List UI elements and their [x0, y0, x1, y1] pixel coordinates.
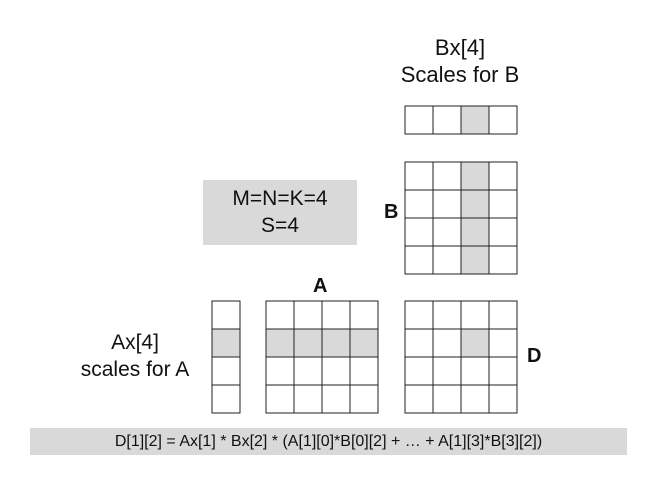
b-cell-3-0 [404, 245, 434, 275]
bx-cell-0-3 [488, 105, 518, 135]
bx-scale-vector [404, 105, 518, 135]
d-cell-1-1 [432, 328, 462, 358]
d-cell-2-2 [460, 356, 490, 386]
matrix-b [404, 161, 518, 275]
b-cell-1-1 [432, 189, 462, 219]
a-cell-3-0 [265, 384, 295, 414]
a-cell-3-2 [321, 384, 351, 414]
b-cell-2-3 [488, 217, 518, 247]
a-cell-3-1 [293, 384, 323, 414]
a-cell-2-3 [349, 356, 379, 386]
b-cell-3-3 [488, 245, 518, 275]
d-cell-1-0 [404, 328, 434, 358]
ax-cell-3-0 [211, 384, 241, 414]
d-cell-2-1 [432, 356, 462, 386]
b-cell-2-1 [432, 217, 462, 247]
params-line2: S=4 [261, 214, 299, 237]
b-cell-2-2 [460, 217, 490, 247]
a-cell-1-2 [321, 328, 351, 358]
a-cell-0-2 [321, 300, 351, 330]
ax-cell-0-0 [211, 300, 241, 330]
formula-bar: D[1][2] = Ax[1] * Bx[2] * (A[1][0]*B[0][… [30, 428, 627, 455]
ax-scale-vector [211, 300, 241, 414]
bx-scales-label: Bx[4] Scales for B [380, 34, 540, 88]
formula-text: D[1][2] = Ax[1] * Bx[2] * (A[1][0]*B[0][… [114, 433, 543, 450]
b-cell-0-0 [404, 161, 434, 191]
a-cell-3-3 [349, 384, 379, 414]
a-cell-2-0 [265, 356, 295, 386]
a-cell-1-3 [349, 328, 379, 358]
label-b: B [384, 201, 399, 223]
b-cell-2-0 [404, 217, 434, 247]
b-cell-1-2 [460, 189, 490, 219]
ax-label-line1: Ax[4] [111, 331, 159, 354]
b-cell-0-2 [460, 161, 490, 191]
a-cell-0-3 [349, 300, 379, 330]
d-cell-3-1 [432, 384, 462, 414]
a-cell-2-2 [321, 356, 351, 386]
a-cell-1-0 [265, 328, 295, 358]
bx-label-line1: Bx[4] [434, 35, 486, 60]
b-cell-3-1 [432, 245, 462, 275]
d-cell-1-2 [460, 328, 490, 358]
ax-cell-1-0 [211, 328, 241, 358]
d-cell-0-1 [432, 300, 462, 330]
ax-cell-2-0 [211, 356, 241, 386]
b-cell-1-3 [488, 189, 518, 219]
matrix-a [265, 300, 379, 414]
d-cell-0-0 [404, 300, 434, 330]
d-cell-3-2 [460, 384, 490, 414]
label-d: D [527, 345, 542, 367]
matrix-d [404, 300, 518, 414]
ax-label-line2: scales for A [80, 358, 190, 381]
b-cell-3-2 [460, 245, 490, 275]
d-cell-0-3 [488, 300, 518, 330]
bx-cell-0-0 [404, 105, 434, 135]
d-cell-0-2 [460, 300, 490, 330]
a-cell-0-1 [293, 300, 323, 330]
d-cell-1-3 [488, 328, 518, 358]
d-cell-2-3 [488, 356, 518, 386]
b-cell-0-3 [488, 161, 518, 191]
b-cell-1-0 [404, 189, 434, 219]
label-a: A [313, 275, 328, 297]
bx-label-line2: Scales for B [400, 62, 520, 87]
params-box: M=N=K=4 S=4 [203, 180, 357, 245]
d-cell-2-0 [404, 356, 434, 386]
params-line1: M=N=K=4 [232, 187, 328, 210]
ax-scales-label: Ax[4] scales for A [60, 329, 210, 383]
b-cell-0-1 [432, 161, 462, 191]
bx-cell-0-2 [460, 105, 490, 135]
a-cell-1-1 [293, 328, 323, 358]
a-cell-2-1 [293, 356, 323, 386]
d-cell-3-3 [488, 384, 518, 414]
a-cell-0-0 [265, 300, 295, 330]
bx-cell-0-1 [432, 105, 462, 135]
d-cell-3-0 [404, 384, 434, 414]
